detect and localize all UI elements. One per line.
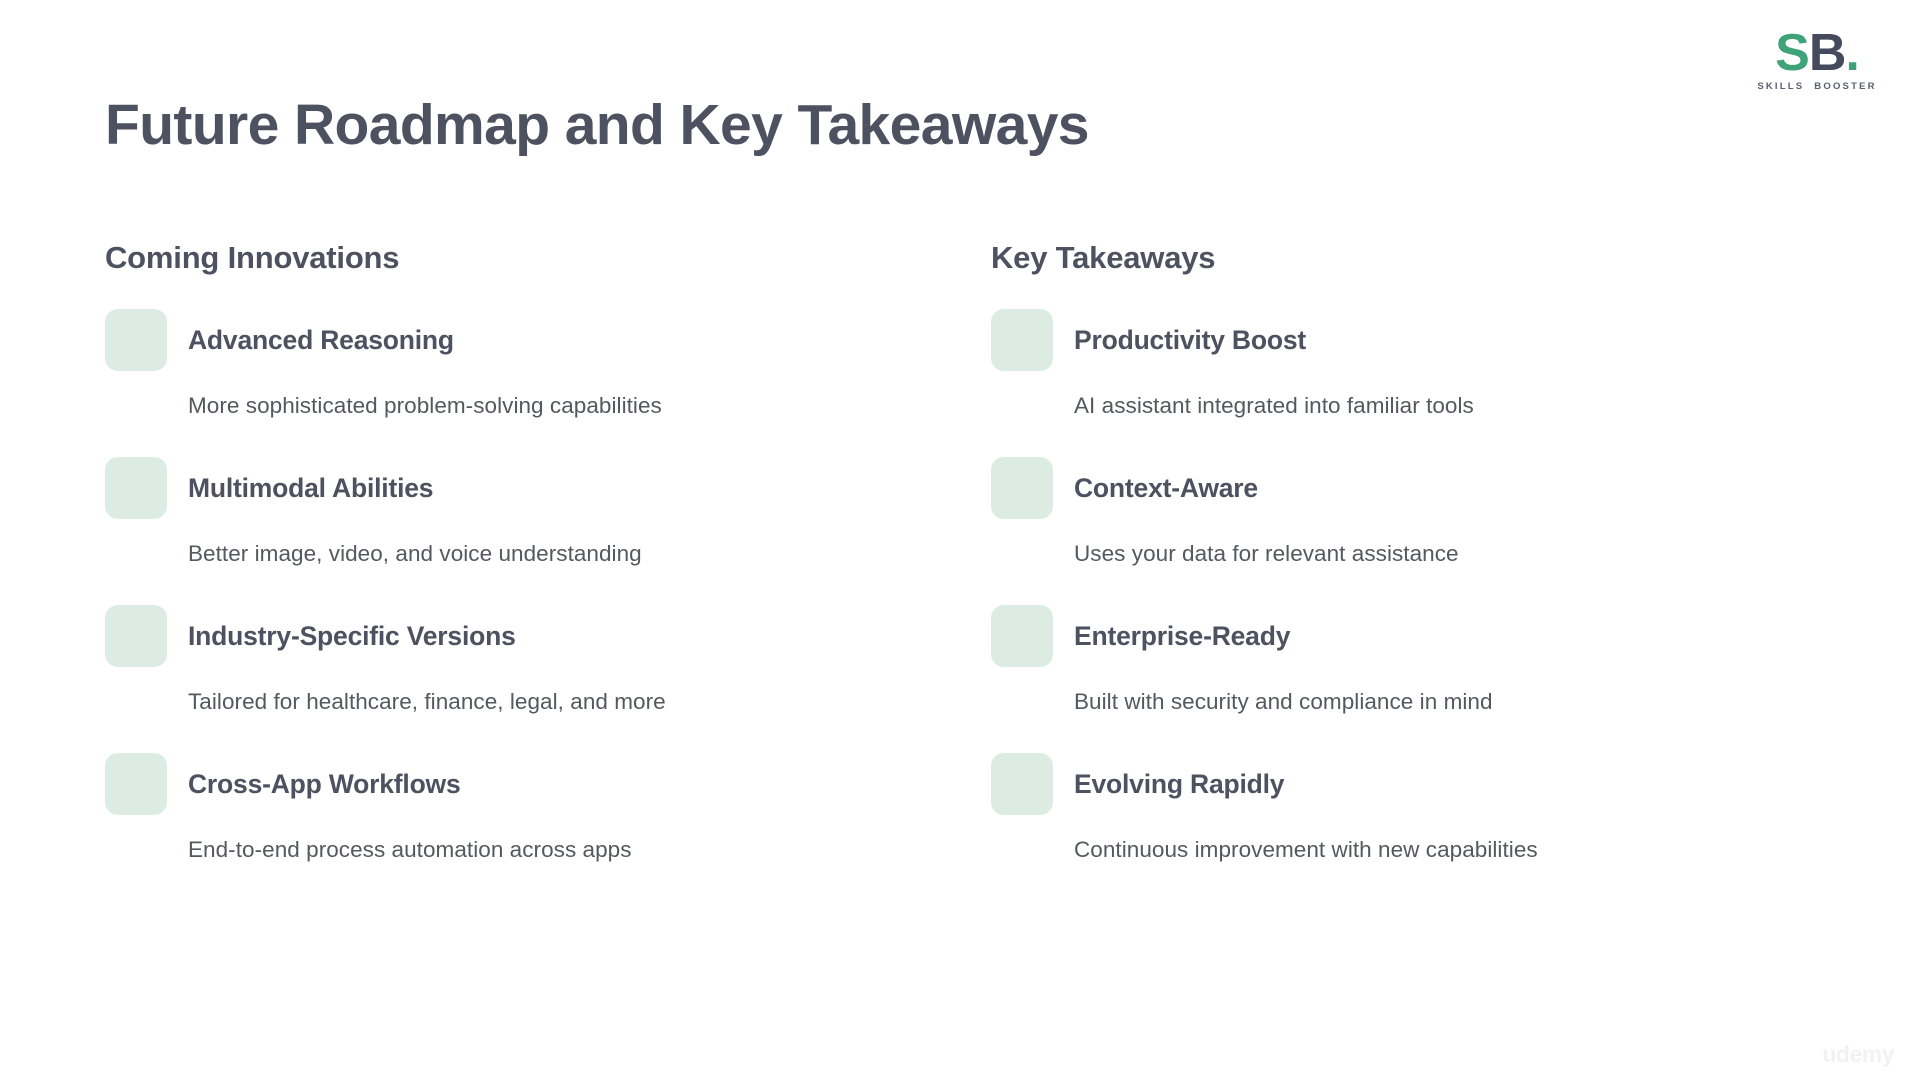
list-item: Productivity Boost AI assistant integrat… (991, 309, 1845, 419)
item-title: Context-Aware (1074, 472, 1258, 503)
logo-letter-s: S (1775, 24, 1810, 82)
logo-subtitle-skills: SKILLS (1757, 80, 1805, 92)
rounded-square-icon (105, 457, 167, 519)
udemy-watermark: udemy (1822, 1041, 1894, 1067)
item-description: End-to-end process automation across app… (188, 837, 632, 862)
item-description: Uses your data for relevant assistance (1074, 541, 1459, 566)
item-title: Evolving Rapidly (1074, 768, 1285, 799)
item-title: Cross-App Workflows (188, 768, 461, 799)
item-description: Better image, video, and voice understan… (188, 541, 642, 566)
rounded-square-icon (105, 605, 167, 667)
skills-booster-logo: SB. SKILLS BOOSTER (1742, 27, 1892, 92)
rounded-square-icon (105, 753, 167, 815)
item-header: Advanced Reasoning (105, 309, 991, 371)
item-header: Industry-Specific Versions (105, 605, 991, 667)
item-title: Productivity Boost (1074, 324, 1306, 355)
list-item: Industry-Specific Versions Tailored for … (105, 605, 991, 715)
item-description: More sophisticated problem-solving capab… (188, 393, 662, 418)
item-title: Multimodal Abilities (188, 472, 434, 503)
rounded-square-icon (991, 605, 1053, 667)
rounded-square-icon (991, 753, 1053, 815)
column-coming-innovations: Coming Innovations Advanced Reasoning Mo… (105, 240, 991, 863)
logo-subtitle: SKILLS BOOSTER (1742, 81, 1892, 92)
rounded-square-icon (991, 457, 1053, 519)
column-heading-coming-innovations: Coming Innovations (105, 240, 400, 275)
list-item: Multimodal Abilities Better image, video… (105, 457, 991, 567)
item-title: Industry-Specific Versions (188, 620, 516, 651)
item-header: Evolving Rapidly (991, 753, 1845, 815)
item-title: Enterprise-Ready (1074, 620, 1291, 651)
list-item: Cross-App Workflows End-to-end process a… (105, 753, 991, 863)
logo-letter-b: B (1808, 24, 1847, 82)
rounded-square-icon (991, 309, 1053, 371)
list-item: Enterprise-Ready Built with security and… (991, 605, 1845, 715)
item-header: Productivity Boost (991, 309, 1845, 371)
rounded-square-icon (105, 309, 167, 371)
page-title: Future Roadmap and Key Takeaways (105, 93, 1090, 157)
item-description: Built with security and compliance in mi… (1074, 689, 1493, 714)
item-header: Multimodal Abilities (105, 457, 991, 519)
item-title: Advanced Reasoning (188, 324, 454, 355)
content-columns: Coming Innovations Advanced Reasoning Mo… (105, 240, 1845, 863)
list-item: Context-Aware Uses your data for relevan… (991, 457, 1845, 567)
item-header: Cross-App Workflows (105, 753, 991, 815)
logo-wordmark: SB. (1742, 27, 1892, 79)
item-header: Enterprise-Ready (991, 605, 1845, 667)
list-item: Evolving Rapidly Continuous improvement … (991, 753, 1845, 863)
item-description: Tailored for healthcare, finance, legal,… (188, 689, 666, 714)
item-description: Continuous improvement with new capabili… (1074, 837, 1538, 862)
list-item: Advanced Reasoning More sophisticated pr… (105, 309, 991, 419)
logo-dot: . (1845, 24, 1859, 82)
column-heading-key-takeaways: Key Takeaways (991, 240, 1216, 275)
logo-subtitle-booster: BOOSTER (1814, 80, 1877, 92)
column-key-takeaways: Key Takeaways Productivity Boost AI assi… (991, 240, 1845, 863)
item-description: AI assistant integrated into familiar to… (1074, 393, 1474, 418)
item-header: Context-Aware (991, 457, 1845, 519)
